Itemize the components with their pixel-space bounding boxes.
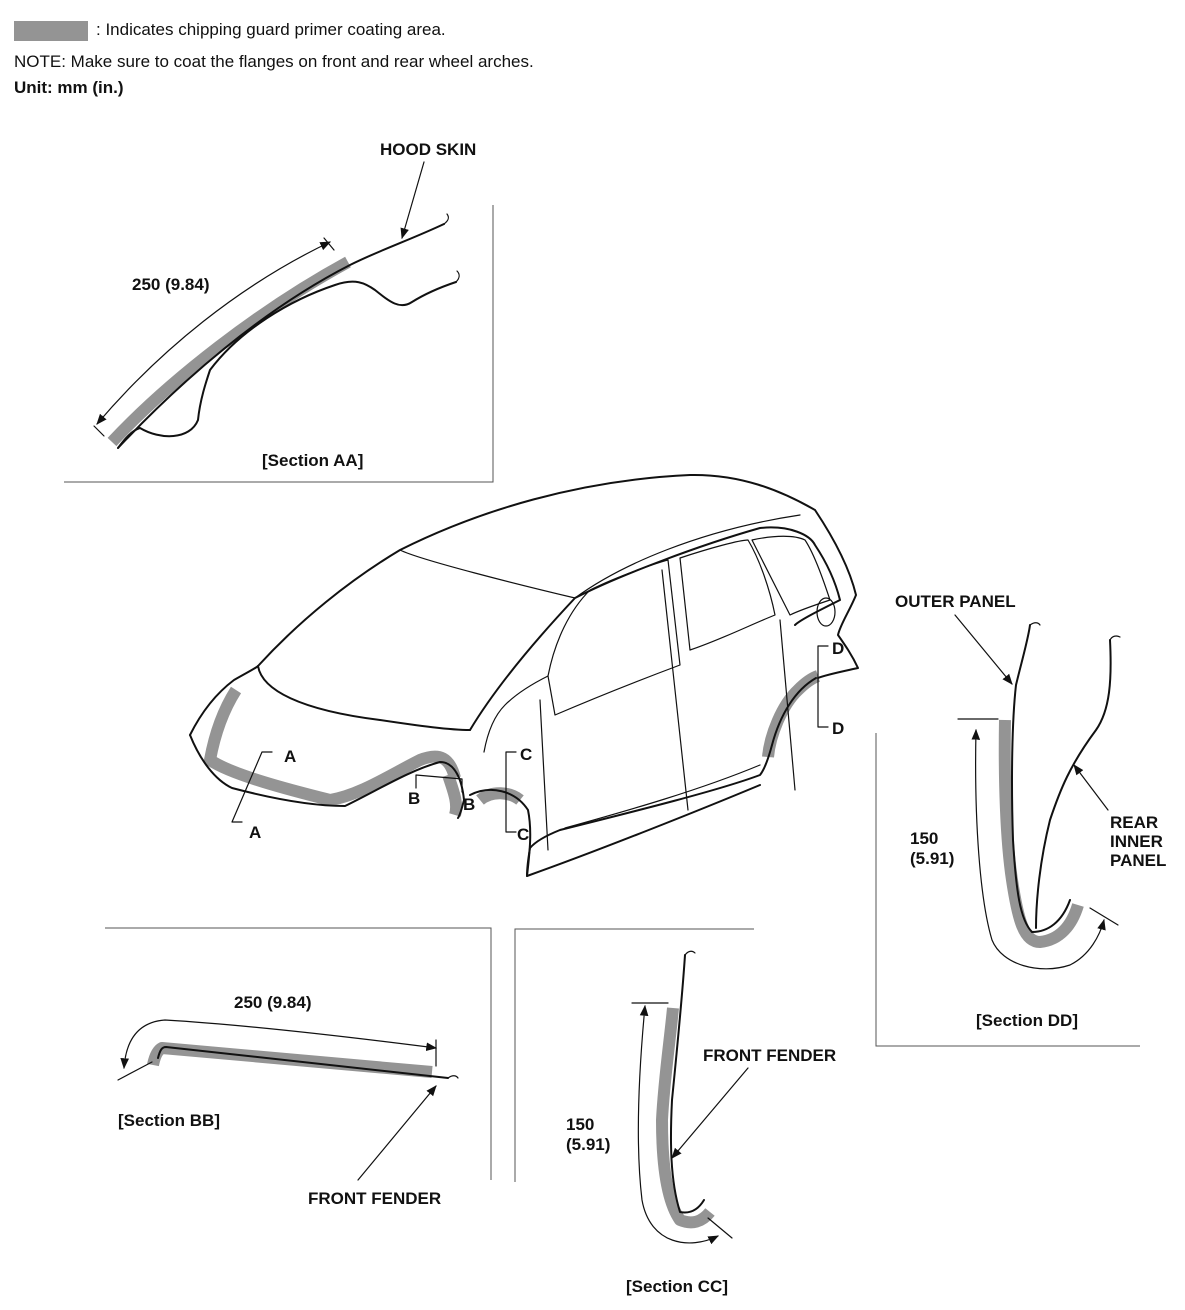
- hood-inner-outline: [117, 280, 457, 449]
- cc-dimension-mm: 150: [566, 1115, 594, 1134]
- bb-dimension-arrow: [120, 1019, 438, 1070]
- cut-c-top: C: [520, 745, 532, 764]
- cut-a-top: A: [284, 747, 296, 766]
- front-fender-cc-label: FRONT FENDER: [703, 1046, 836, 1065]
- rear-inner-leader: [1073, 764, 1109, 811]
- outer-panel-leader: [954, 614, 1013, 685]
- hood-line: [257, 665, 471, 731]
- unit-text: Unit: mm (in.): [14, 78, 124, 97]
- cc-dimension-arrow: [637, 1004, 719, 1245]
- cut-a-bottom: A: [249, 823, 261, 842]
- hood-skin-label: HOOD SKIN: [380, 140, 476, 159]
- dd-dimension-arrow: [971, 728, 1106, 970]
- section-dd-panel: 150 (5.91) OUTER PANEL REAR INNER PANEL …: [875, 592, 1166, 1047]
- front-fender-bb-leader: [357, 1085, 437, 1181]
- section-cc-panel: 150 (5.91) FRONT FENDER [Section CC]: [514, 928, 836, 1296]
- legend-text: : Indicates chipping guard primer coatin…: [96, 20, 446, 39]
- dd-dimension-mm: 150: [910, 829, 938, 848]
- cut-c-bottom: C: [517, 825, 529, 844]
- section-cc-coating: [656, 1007, 715, 1229]
- cut-d-bottom: D: [832, 719, 844, 738]
- cut-b-left: B: [408, 789, 420, 808]
- section-dd-caption: [Section DD]: [976, 1011, 1078, 1030]
- cut-b-right: B: [463, 795, 475, 814]
- car-body: A A B B C C D D: [189, 473, 859, 877]
- front-fender-bb-label: FRONT FENDER: [308, 1189, 441, 1208]
- front-door-window: [547, 559, 681, 716]
- rear-arch-coating: [762, 670, 821, 758]
- car-outline-top: [189, 473, 859, 736]
- rear-inner-label-1: REAR: [1110, 813, 1158, 832]
- hood-skin-outline: [117, 223, 445, 449]
- section-aa-frame: [64, 205, 494, 483]
- cc-dimension-in: (5.91): [566, 1135, 610, 1154]
- front-wheel-arch: [469, 789, 532, 877]
- cut-d-top: D: [832, 639, 844, 658]
- section-bb-frame: [105, 927, 492, 1180]
- car-sill: [526, 677, 817, 877]
- section-cc-caption: [Section CC]: [626, 1277, 728, 1296]
- note-text: NOTE: Make sure to coat the flanges on f…: [14, 52, 534, 71]
- outer-panel-outline: [1011, 624, 1071, 933]
- section-dd-frame: [875, 733, 1140, 1047]
- legend-swatch: [14, 21, 88, 41]
- aa-dimension-text: 250 (9.84): [132, 275, 210, 294]
- front-bumper-coating: [204, 686, 461, 806]
- section-aa-panel: 250 (9.84) HOOD SKIN [Section AA]: [64, 140, 494, 483]
- outer-panel-label: OUTER PANEL: [895, 592, 1016, 611]
- section-bb-panel: 250 (9.84) FRONT FENDER [Section BB]: [105, 927, 492, 1208]
- front-fender-cc-leader: [671, 1067, 749, 1159]
- front-fender-cc-outline: [669, 954, 705, 1214]
- aa-dimension-arrow: [96, 241, 331, 425]
- quarter-window: [751, 535, 831, 616]
- section-bb-caption: [Section BB]: [118, 1111, 220, 1130]
- fuel-door: [816, 597, 836, 627]
- section-aa-caption: [Section AA]: [262, 451, 363, 470]
- front-fender-bb-outline: [157, 1046, 449, 1079]
- window-belt: [469, 526, 841, 731]
- rear-inner-label-2: INNER: [1110, 832, 1163, 851]
- hood-skin-leader: [400, 161, 425, 240]
- bb-dimension-text: 250 (9.84): [234, 993, 312, 1012]
- rear-inner-panel-outline: [1035, 639, 1112, 929]
- section-cc-frame: [514, 928, 754, 1182]
- dd-dimension-in: (5.91): [910, 849, 954, 868]
- rear-inner-label-3: PANEL: [1110, 851, 1166, 870]
- rear-door-window: [679, 539, 776, 651]
